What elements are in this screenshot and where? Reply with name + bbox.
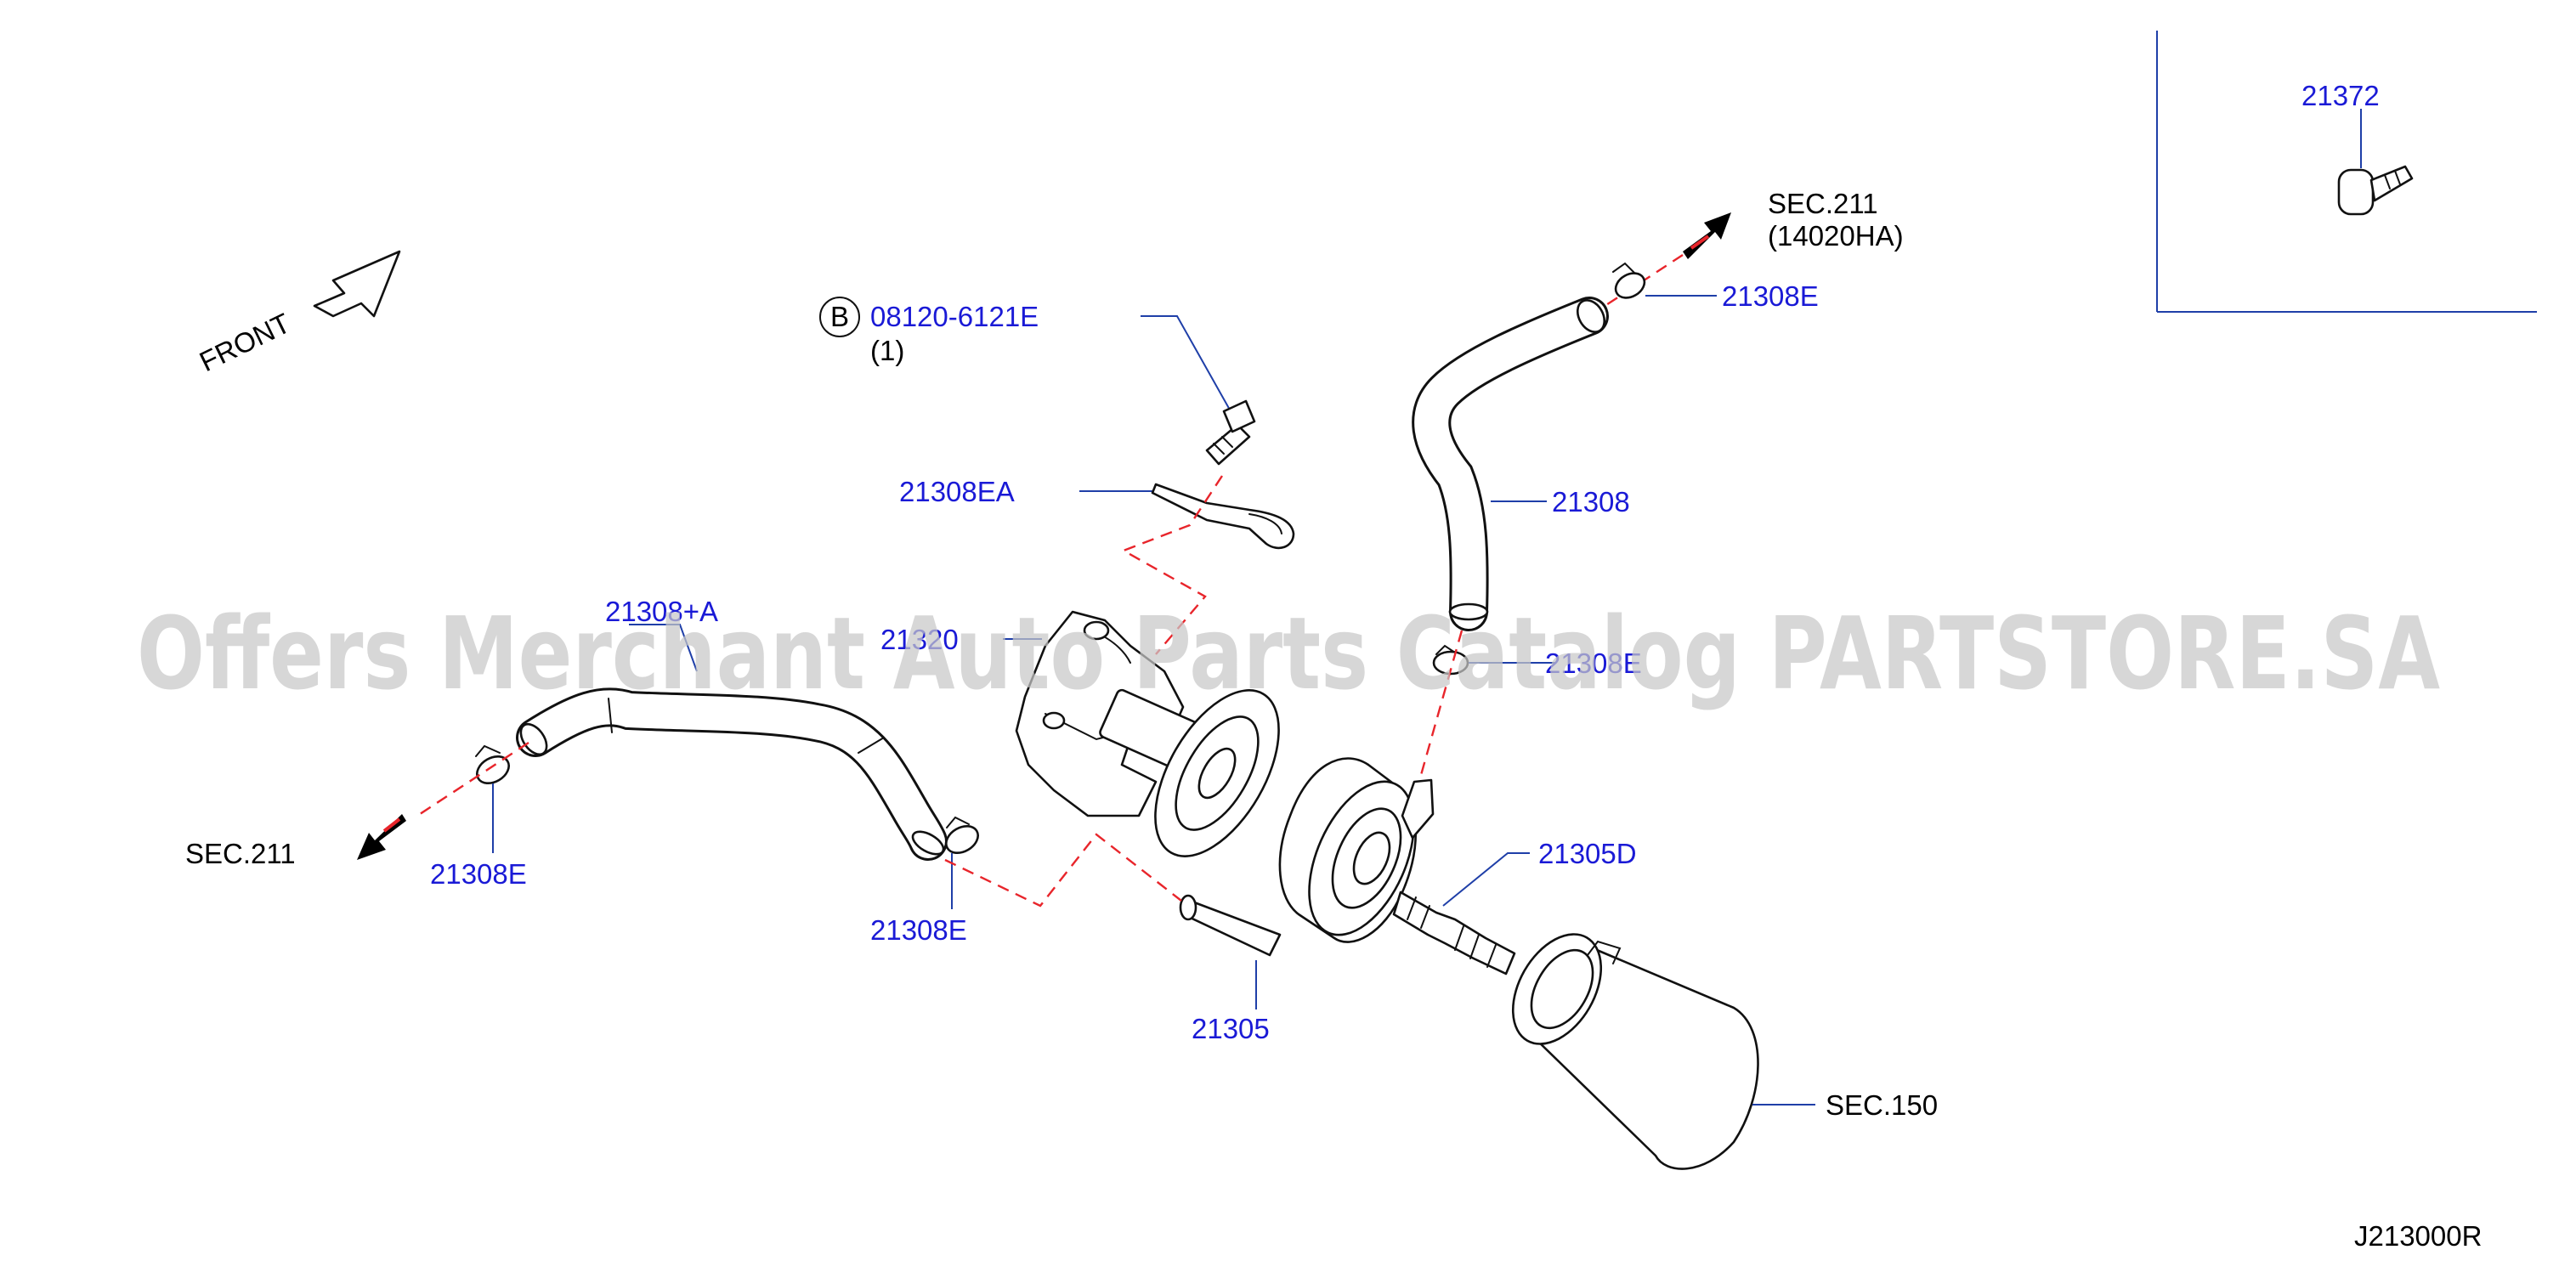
front-arrow-icon bbox=[313, 250, 401, 318]
clamp-bottom-drawing bbox=[945, 816, 979, 855]
bolt-callout: B bbox=[819, 297, 860, 337]
sec211-top-sub-label: (14020HA) bbox=[1768, 220, 1904, 252]
part-21308E-mid-label[interactable]: 21308E bbox=[1545, 647, 1642, 679]
oil-filter-sec150-drawing bbox=[1511, 933, 1759, 1170]
hose-21308A-lower-drawing bbox=[516, 687, 948, 861]
assembly-line-bottom bbox=[944, 833, 1182, 908]
part-21308A-label[interactable]: 21308+A bbox=[605, 596, 718, 627]
clamp-left-drawing bbox=[475, 744, 510, 785]
clamp-mid-drawing bbox=[1432, 644, 1469, 676]
inset-frame bbox=[2156, 31, 2537, 313]
sec211-top-label[interactable]: SEC.211 bbox=[1768, 188, 1878, 219]
part-21308E-left-label[interactable]: 21308E bbox=[430, 858, 527, 890]
plug-21372-drawing bbox=[2337, 109, 2414, 216]
assembly-line-mid bbox=[1419, 630, 1464, 776]
part-21372-label[interactable]: 21372 bbox=[2301, 80, 2380, 111]
bolt-qty-label: (1) bbox=[870, 335, 904, 366]
assembly-line-bracket bbox=[1121, 475, 1224, 655]
part-21308E-top-label[interactable]: 21308E bbox=[1722, 280, 1819, 312]
front-direction-label: FRONT bbox=[195, 307, 295, 377]
bracket-21308EA-drawing bbox=[1151, 483, 1295, 550]
sec150-label[interactable]: SEC.150 bbox=[1826, 1089, 1938, 1121]
connector-21305D-drawing bbox=[1392, 891, 1516, 975]
sec211-left-label[interactable]: SEC.211 bbox=[185, 838, 296, 869]
housing-21320-drawing bbox=[1015, 610, 1280, 857]
part-21305D-label[interactable]: 21305D bbox=[1538, 838, 1637, 869]
sec211-top-arrow-icon bbox=[1683, 212, 1731, 259]
part-21305-label[interactable]: 21305 bbox=[1192, 1013, 1270, 1044]
watermark-text: Offers Merchant Auto Parts Catalog PARTS… bbox=[137, 595, 2440, 712]
part-21308EA-label[interactable]: 21308EA bbox=[899, 476, 1015, 507]
hose-21308-upper-drawing bbox=[1412, 297, 1609, 631]
bolt-marker-label: B bbox=[830, 301, 849, 332]
diagram-id-label: J213000R bbox=[2354, 1220, 2482, 1252]
oil-cooler-21305-drawing bbox=[1179, 757, 1435, 957]
part-21320-label[interactable]: 21320 bbox=[880, 624, 959, 655]
assembly-line-left bbox=[414, 741, 529, 819]
bolt-part-label[interactable]: 08120-6121E bbox=[870, 301, 1039, 332]
clamp-top-drawing bbox=[1612, 262, 1646, 299]
part-21308E-bottom-label[interactable]: 21308E bbox=[870, 914, 967, 946]
bolt-drawing bbox=[1205, 399, 1256, 466]
sec211-left-arrow-icon bbox=[357, 814, 406, 860]
part-21308-upper-label[interactable]: 21308 bbox=[1552, 486, 1630, 517]
